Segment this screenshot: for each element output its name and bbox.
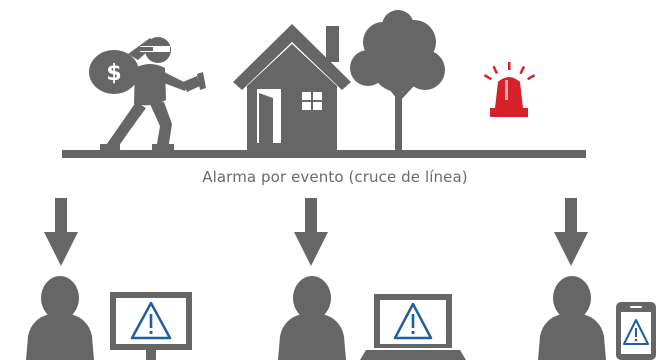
person-icon: [278, 276, 346, 360]
person-icon: [538, 276, 606, 360]
flashlight-icon: [183, 72, 206, 92]
svg-text:$: $: [106, 61, 121, 86]
phone-icon: [616, 302, 656, 360]
person-icon: [26, 276, 94, 360]
warning-icon: [393, 302, 433, 340]
thief-icon: $: [89, 37, 206, 150]
tree-icon: [350, 10, 445, 152]
arrow-down-icon: [294, 198, 328, 266]
diagram-caption: Alarma por evento (cruce de línea): [202, 168, 468, 186]
ground-line: [62, 150, 586, 158]
warning-icon: [623, 319, 649, 345]
arrow-down-icon: [554, 198, 588, 266]
siren-icon: [483, 62, 536, 117]
monitor-icon: [110, 292, 192, 360]
house-icon: [233, 24, 351, 150]
laptop-icon: [360, 294, 466, 360]
arrow-down-icon: [44, 198, 78, 266]
warning-icon: [130, 301, 172, 340]
